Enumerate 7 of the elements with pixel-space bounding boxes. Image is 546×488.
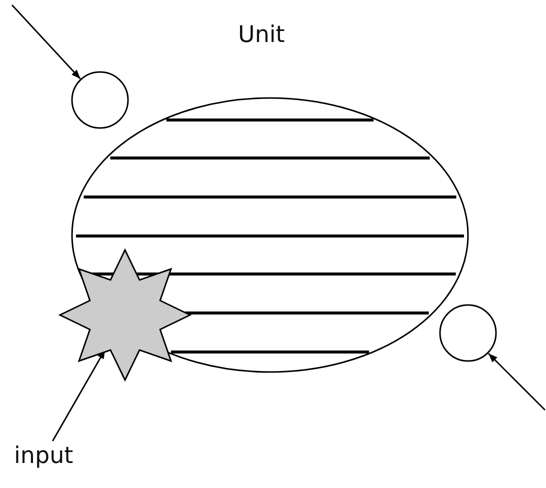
circle-shape [438,303,498,363]
label-text: input [14,443,74,469]
circle-shape [70,70,130,130]
arrow [11,4,81,80]
arrow [488,352,546,411]
star-shape [58,248,192,382]
label-text: Unit [238,22,285,50]
